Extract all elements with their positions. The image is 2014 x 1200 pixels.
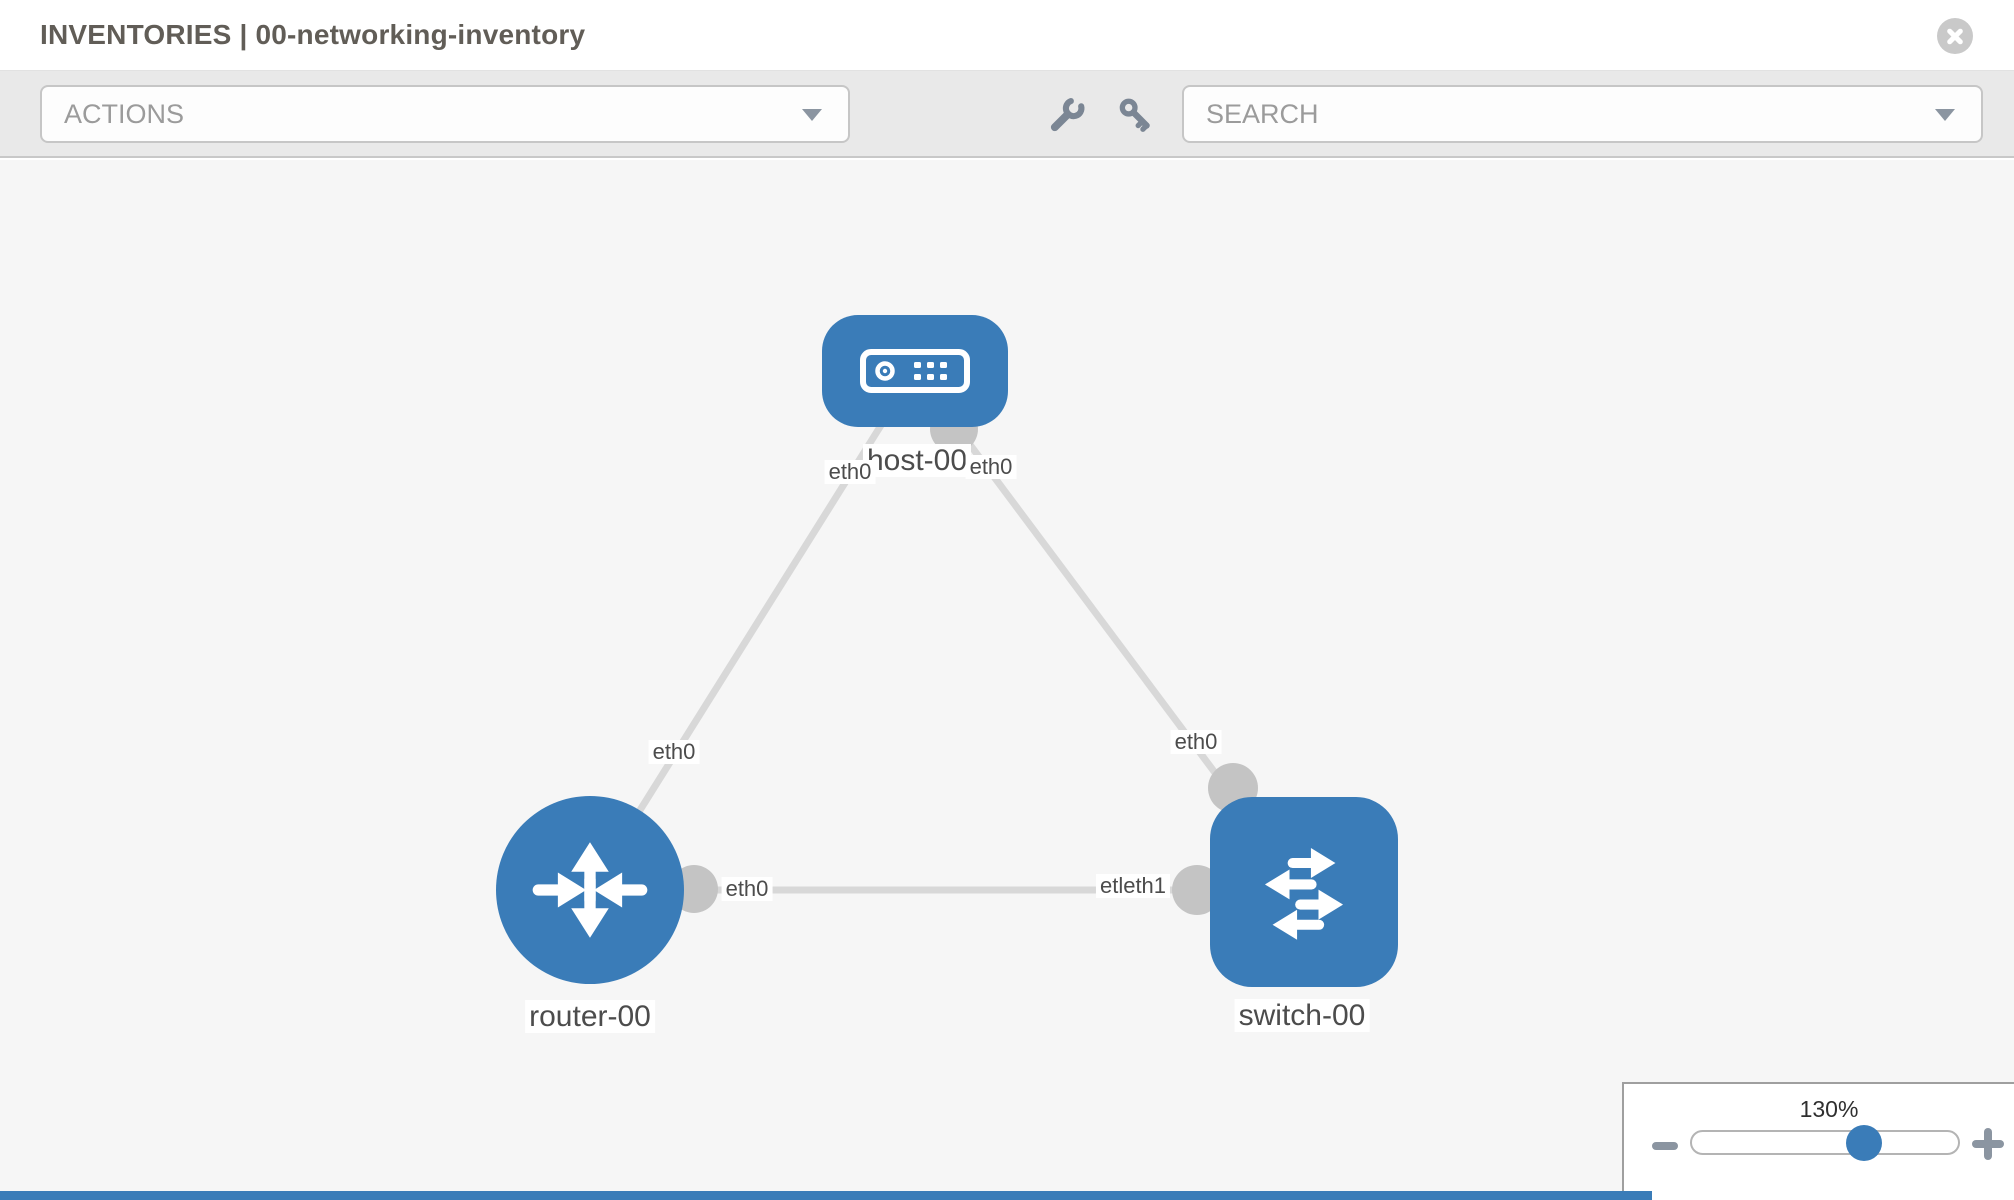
node-label-router-00: router-00 <box>525 1000 655 1033</box>
node-switch-00[interactable] <box>1210 797 1398 987</box>
port-switch-eth1[interactable] <box>1172 865 1222 915</box>
switch-icon <box>1264 848 1344 940</box>
bottom-accent-bar <box>0 1191 1652 1200</box>
zoom-in-button[interactable] <box>1972 1128 2004 1160</box>
minus-icon <box>1652 1142 1678 1150</box>
search-dropdown[interactable]: SEARCH <box>1182 85 1983 143</box>
wrench-icon <box>1050 97 1085 132</box>
topology-links-layer <box>587 368 1307 915</box>
zoom-out-button[interactable] <box>1652 1134 1680 1158</box>
iface-label-switch-left: etleth1 <box>1095 873 1171 899</box>
node-label-switch-00: switch-00 <box>1234 999 1370 1032</box>
interface-ports <box>670 405 1258 915</box>
toolbar: ACTIONS SEARCH <box>0 70 2014 158</box>
iface-label-host-left: eth0 <box>824 459 876 485</box>
topology-canvas[interactable]: host-00 router-00 switch-00 eth0 eth0 et… <box>0 160 2014 1200</box>
search-dropdown-label: SEARCH <box>1206 98 1319 129</box>
header: INVENTORIES | 00-networking-inventory <box>0 0 2014 70</box>
actions-dropdown[interactable]: ACTIONS <box>40 85 850 143</box>
zoom-level-value: 130% <box>1799 1096 1859 1122</box>
server-icon <box>860 349 970 393</box>
iface-label-switch-top: eth0 <box>1170 729 1222 755</box>
node-label-host-00: host-00 <box>862 444 972 477</box>
router-icon <box>532 842 648 938</box>
zoom-control-panel: 130% <box>1622 1082 2014 1200</box>
actions-dropdown-label: ACTIONS <box>64 98 185 129</box>
plus-icon <box>1984 1128 1992 1160</box>
key-icon <box>1119 98 1150 132</box>
iface-label-router-right: eth0 <box>721 876 773 902</box>
iface-label-router-top: eth0 <box>648 739 700 765</box>
wrench-button[interactable] <box>1045 93 1089 137</box>
close-icon[interactable] <box>1937 18 1973 54</box>
zoom-slider-thumb[interactable] <box>1846 1125 1882 1161</box>
node-host-00[interactable] <box>822 315 1008 427</box>
iface-label-host-right: eth0 <box>965 454 1017 480</box>
node-router-00[interactable] <box>496 796 684 984</box>
link-host-router <box>587 369 918 892</box>
page-title: INVENTORIES | 00-networking-inventory <box>40 19 586 50</box>
chevron-down-icon <box>802 109 822 121</box>
chevron-down-icon <box>1935 109 1955 121</box>
zoom-slider-track[interactable] <box>1690 1130 1960 1155</box>
key-button[interactable] <box>1113 93 1157 137</box>
